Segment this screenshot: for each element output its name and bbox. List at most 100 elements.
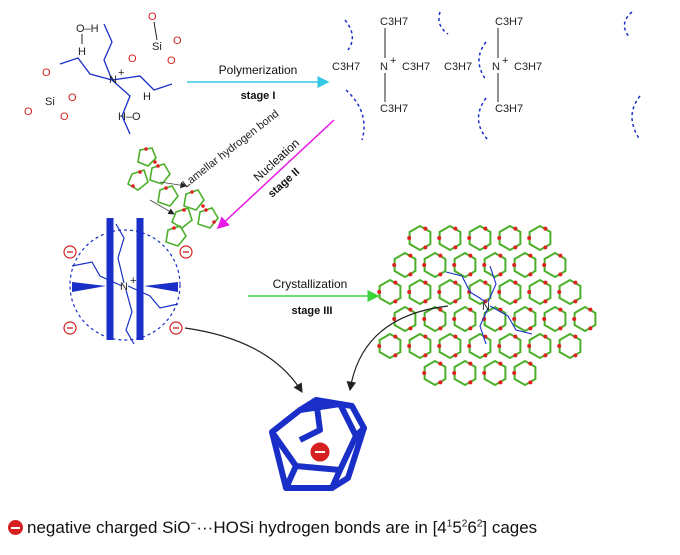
- arrow-framework-to-cage: [346, 305, 449, 392]
- arrow-complex-to-cage: [184, 327, 303, 394]
- silicate-o-left: O: [128, 53, 137, 65]
- framework-oxygen: [512, 371, 517, 375]
- framework-ring: [558, 332, 582, 360]
- caption-sio-minus: −: [190, 518, 197, 530]
- framework-oxygen: [513, 245, 518, 250]
- framework-ring: [408, 278, 432, 306]
- framework-oxygen: [558, 307, 563, 312]
- caption-text-4: 6: [467, 518, 477, 537]
- framework-oxygen: [543, 226, 548, 231]
- framework-ring: [393, 251, 417, 279]
- dashed-silicate-arcs: [344, 11, 641, 141]
- stage-2-arrow: [216, 119, 335, 230]
- framework-oxygen: [513, 353, 518, 358]
- framework-ring: [483, 251, 507, 279]
- caption-text-2: ···HOSi hydrogen bonds are in [4: [196, 518, 447, 537]
- tpa2-c3h7-right: C3H7: [514, 61, 542, 73]
- framework-ring: [513, 305, 537, 333]
- silicate-o-bottom: O: [167, 55, 176, 67]
- framework-oxygen: [513, 280, 518, 285]
- framework-oxygen: [498, 253, 503, 258]
- nucleus-lower-oxygens: [172, 190, 216, 230]
- framework-ring: [468, 332, 492, 360]
- water-oh-label: O–H: [76, 23, 99, 35]
- framework-ring: [423, 305, 447, 333]
- framework-oxygen: [528, 272, 533, 277]
- nucleus-upper: [127, 147, 179, 207]
- framework-oxygen: [438, 326, 443, 331]
- framework-oxygen: [468, 307, 473, 312]
- framework-ring: [408, 224, 432, 252]
- framework-ring: [498, 278, 522, 306]
- framework-ring: [528, 224, 552, 252]
- tpa1-c3h7-bottom: C3H7: [380, 103, 408, 115]
- framework-ring: [543, 305, 567, 333]
- framework-oxygen: [527, 344, 532, 348]
- framework-oxygen: [407, 290, 412, 294]
- framework-oxygen: [528, 253, 533, 258]
- framework-oxygen: [453, 299, 458, 304]
- framework-oxygen: [483, 353, 488, 358]
- framework-oxygen: [392, 263, 397, 267]
- framework-oxygen: [422, 371, 427, 375]
- caption: negative charged SiO−···HOSi hydrogen bo…: [8, 518, 678, 538]
- framework-oxygen: [423, 334, 428, 339]
- framework-oxygen: [542, 263, 547, 267]
- tpa-pair-group: C3H7 C3H7 N + C3H7 C3H7 C3H7 C3H7 N + C3…: [332, 11, 641, 141]
- framework-oxygen: [468, 253, 473, 258]
- framework-oxygen: [513, 334, 518, 339]
- framework-oxygen: [393, 280, 398, 285]
- framework-oxygen: [392, 317, 397, 321]
- framework-oxygen: [528, 380, 533, 385]
- framework-ring: [453, 359, 477, 387]
- framework-oxygen: [393, 353, 398, 358]
- water-h-label: H: [78, 46, 86, 58]
- framework-oxygen: [528, 326, 533, 331]
- tpa2-c3h7-top: C3H7: [495, 16, 523, 28]
- framework-oxygen: [573, 299, 578, 304]
- framework-oxygen: [423, 299, 428, 304]
- framework-oxygen: [452, 317, 457, 321]
- framework-oxygen: [468, 380, 473, 385]
- framework-ring: [468, 224, 492, 252]
- framework-oxygen: [468, 361, 473, 366]
- framework-oxygen: [407, 344, 412, 348]
- silicate-si-top: Si: [152, 41, 162, 53]
- framework-oxygen: [437, 290, 442, 294]
- caption-sup-2: 2: [461, 518, 468, 530]
- tpa2-c3h7-bottom: C3H7: [495, 103, 523, 115]
- framework-oxygen: [543, 245, 548, 250]
- framework-oxygen: [467, 236, 472, 240]
- silicate-o-right: O: [173, 35, 182, 47]
- framework-oxygen: [393, 334, 398, 339]
- framework-oxygen: [497, 236, 502, 240]
- tpa1-plus: +: [390, 55, 396, 67]
- framework-oxygen: [498, 380, 503, 385]
- framework-oxygen: [423, 245, 428, 250]
- framework-oxygen: [453, 353, 458, 358]
- framework-oxygen: [542, 317, 547, 321]
- tpa2-c3h7-left: C3H7: [444, 61, 472, 73]
- stage-1-label: stage I: [241, 90, 276, 102]
- precursor-group: O–H H Si O O O O Si O O O O N + H H–O: [24, 11, 182, 135]
- caption-sup-3: 2: [476, 518, 483, 530]
- framework-oxygen: [543, 334, 548, 339]
- negative-charge-icon: [8, 520, 23, 535]
- framework-ring: [528, 332, 552, 360]
- framework-oxygen: [438, 361, 443, 366]
- framework-ring: [453, 251, 477, 279]
- framework-oxygen: [437, 236, 442, 240]
- framework-template: N: [445, 265, 533, 345]
- stage-1-arrow-group: Polymerization stage I: [187, 63, 330, 102]
- framework-oxygen: [498, 326, 503, 331]
- tpa1-c3h7-right: C3H7: [402, 61, 430, 73]
- framework-oxygen: [528, 307, 533, 312]
- cage-negative-icon: [310, 442, 330, 462]
- framework-oxygen: [558, 253, 563, 258]
- nucleus-upper-oxygens: [131, 147, 168, 190]
- tpa-cation-blue: [59, 23, 173, 135]
- framework-oxygen: [482, 371, 487, 375]
- framework-ring: [513, 359, 537, 387]
- framework-ring: [408, 332, 432, 360]
- framework-oxygen: [498, 361, 503, 366]
